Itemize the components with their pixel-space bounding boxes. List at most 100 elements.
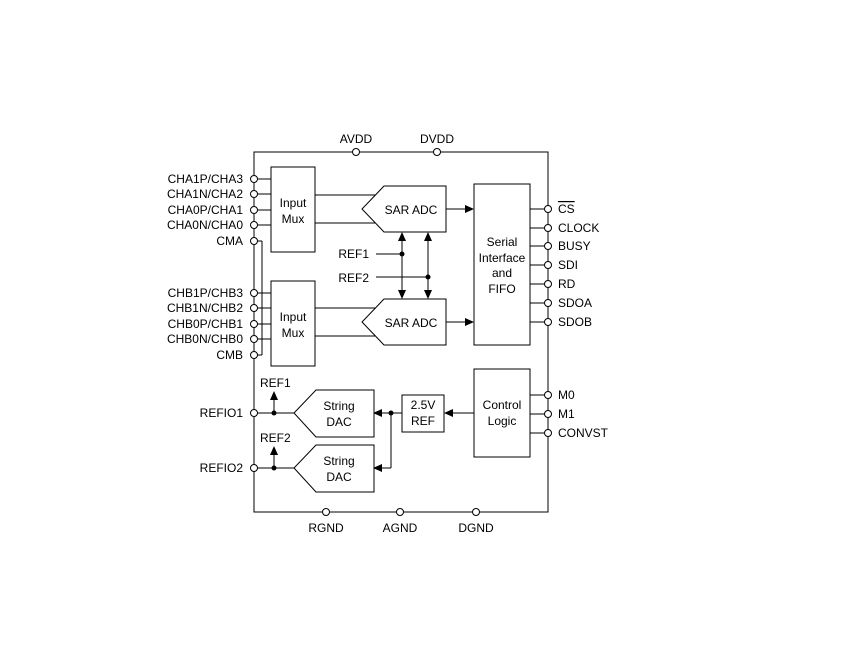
svg-text:and: and (492, 266, 512, 280)
arrow-ref2-out (270, 446, 278, 455)
arrow-ref-to-dac2 (373, 464, 382, 472)
sar-adc-a: SAR ADC (361, 185, 447, 233)
busy-pin (544, 242, 552, 250)
rgnd-label: RGND (308, 521, 344, 535)
dgnd-pin (472, 508, 480, 516)
input-mux-a: Input Mux (270, 166, 316, 253)
chb1n-label: CHB1N/CHB2 (167, 301, 243, 315)
arrow-ref1-up (398, 232, 406, 241)
svg-text:String: String (323, 454, 354, 468)
dvdd-pin (433, 148, 441, 156)
ref2-out-label: REF2 (260, 431, 291, 445)
clock-pin (544, 224, 552, 232)
svg-text:FIFO: FIFO (488, 282, 515, 296)
svg-text:SAR ADC: SAR ADC (385, 203, 438, 217)
cma-label: CMA (216, 234, 243, 248)
ref2-label: REF2 (338, 271, 369, 285)
sdoa-label: SDOA (558, 296, 592, 310)
rd-pin (544, 280, 552, 288)
agnd-label: AGND (383, 521, 418, 535)
sdoa-pin (544, 299, 552, 307)
string-dac-1: String DAC (293, 389, 375, 438)
sdi-pin (544, 261, 552, 269)
cha1p-pin (250, 175, 258, 183)
arrow-ref1-down (398, 290, 406, 299)
serial-interface-fifo: Serial Interface and FIFO (473, 183, 531, 346)
busy-label: BUSY (558, 239, 591, 253)
channel-a-pins: CHA1P/CHA3 CHA1N/CHA2 CHA0P/CHA1 CHA0N/C… (167, 172, 271, 355)
sdob-label: SDOB (558, 315, 592, 329)
chb1p-label: CHB1P/CHB3 (168, 286, 244, 300)
sar-adc-b: SAR ADC (361, 298, 447, 346)
convst-pin (544, 429, 552, 437)
arrow-ref2-up (424, 232, 432, 241)
ref1-out-label: REF1 (260, 376, 291, 390)
mode-pins: M0 M1 CONVST (530, 388, 609, 440)
chb1p-pin (250, 289, 258, 297)
arrow-ref-to-dac1 (373, 409, 382, 417)
cha1n-label: CHA1N/CHA2 (167, 187, 243, 201)
m1-label: M1 (558, 407, 575, 421)
string-dac-2: String DAC (293, 444, 375, 493)
arrow-adc-b-out (465, 318, 474, 326)
chb0n-pin (250, 335, 258, 343)
sdi-label: SDI (558, 258, 578, 272)
cma-pin (250, 237, 258, 245)
m0-label: M0 (558, 388, 575, 402)
arrow-adc-a-out (465, 205, 474, 213)
chb1n-pin (250, 304, 258, 312)
chb0p-pin (250, 320, 258, 328)
rd-label: RD (558, 277, 576, 291)
svg-text:String: String (323, 399, 354, 413)
ref-2v5: 2.5V REF (401, 394, 445, 433)
cha0p-pin (250, 206, 258, 214)
cs-label: CS (558, 202, 575, 216)
agnd-pin (396, 508, 404, 516)
svg-text:Serial: Serial (487, 235, 518, 249)
chb0p-label: CHB0P/CHB1 (168, 317, 244, 331)
refio2-pin (250, 464, 258, 472)
arrow-ref1-out (270, 391, 278, 400)
ref1-label: REF1 (338, 247, 369, 261)
ref-bus: REF1 REF2 (338, 232, 432, 299)
cha1n-pin (250, 190, 258, 198)
cha1p-label: CHA1P/CHA3 (168, 172, 244, 186)
svg-text:Mux: Mux (282, 212, 305, 226)
channel-b-pins: CHB1P/CHB3 CHB1N/CHB2 CHB0P/CHB1 CHB0N/C… (167, 286, 271, 362)
svg-text:DAC: DAC (326, 470, 352, 484)
clock-label: CLOCK (558, 221, 599, 235)
svg-text:Logic: Logic (488, 414, 517, 428)
chb0n-label: CHB0N/CHB0 (167, 332, 243, 346)
cmb-pin (250, 351, 258, 359)
dvdd-label: DVDD (420, 132, 454, 146)
svg-text:Interface: Interface (479, 251, 526, 265)
arrow-control-to-ref (444, 409, 453, 417)
svg-text:REF: REF (411, 414, 435, 428)
right-pins: CS CLOCK BUSY SDI RD SDOA SDOB (530, 202, 599, 329)
cha0p-label: CHA0P/CHA1 (168, 203, 244, 217)
input-mux-b: Input Mux (270, 280, 316, 367)
cha0n-label: CHA0N/CHA0 (167, 218, 243, 232)
refio-pins: REF1 REF2 REFIO1 REFIO2 (200, 376, 294, 475)
avdd-pin (352, 148, 360, 156)
svg-text:DAC: DAC (326, 415, 352, 429)
cs-pin (544, 205, 552, 213)
rgnd-pin (322, 508, 330, 516)
m1-pin (544, 410, 552, 418)
m0-pin (544, 391, 552, 399)
cha0n-pin (250, 221, 258, 229)
svg-text:Input: Input (280, 196, 307, 210)
svg-text:Input: Input (280, 310, 307, 324)
dgnd-label: DGND (458, 521, 494, 535)
svg-text:Control: Control (483, 398, 522, 412)
control-logic: Control Logic (473, 368, 531, 458)
convst-label: CONVST (558, 426, 609, 440)
svg-text:2.5V: 2.5V (411, 398, 436, 412)
refio1-pin (250, 409, 258, 417)
avdd-label: AVDD (340, 132, 373, 146)
refio2-label: REFIO2 (200, 461, 244, 475)
svg-text:Mux: Mux (282, 326, 305, 340)
arrow-ref2-down (424, 290, 432, 299)
svg-text:SAR ADC: SAR ADC (385, 316, 438, 330)
